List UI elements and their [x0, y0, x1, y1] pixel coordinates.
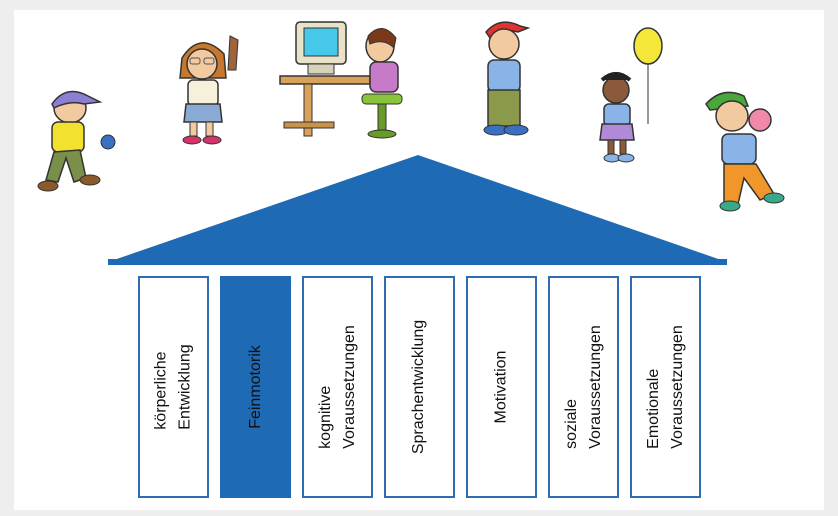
pillar-label-line2: Voraussetzungen	[340, 325, 358, 449]
kid-with-red-cap-illustration	[483, 21, 531, 136]
pillar-label-line2: Voraussetzungen	[586, 325, 604, 449]
pillar-label-line1: Sprachentwicklung	[410, 319, 428, 455]
roof-triangle	[108, 155, 727, 262]
pillar-label-line1: Feinmotorik	[246, 345, 264, 429]
pillar-label-line1: Emotionale	[644, 368, 662, 449]
house-diagram: körperliche Entwicklung Feinmotorik kogn…	[14, 10, 824, 510]
kid-with-doll-illustration	[179, 35, 239, 145]
pillar-emotionale-voraussetzungen: Emotionale Voraussetzungen	[630, 276, 701, 498]
pillar-label-line1: Motivation	[492, 350, 510, 424]
pillar-kognitive-voraussetzungen: kognitive Voraussetzungen	[302, 276, 373, 498]
pillar-sprachentwicklung: Sprachentwicklung	[384, 276, 455, 498]
pillar-feinmotorik: Feinmotorik	[220, 276, 291, 498]
pillar-koerperliche-entwicklung: körperliche Entwicklung	[138, 276, 209, 498]
kid-with-balloon-illustration	[599, 27, 663, 163]
pillar-label-line1: körperliche	[152, 351, 170, 430]
pillar-motivation: Motivation	[466, 276, 537, 498]
pillar-soziale-voraussetzungen: soziale Voraussetzungen	[548, 276, 619, 498]
roof	[108, 155, 727, 265]
kid-at-computer-illustration	[279, 21, 403, 139]
pillar-label-line1: kognitive	[316, 385, 334, 449]
pillar-label-line1: soziale	[562, 399, 580, 449]
kid-with-bubblegum-illustration	[705, 91, 785, 212]
pillar-label-line2: Entwicklung	[176, 344, 194, 430]
pillar-label-line2: Voraussetzungen	[668, 325, 686, 449]
kid-playing-ball-illustration	[37, 90, 116, 192]
